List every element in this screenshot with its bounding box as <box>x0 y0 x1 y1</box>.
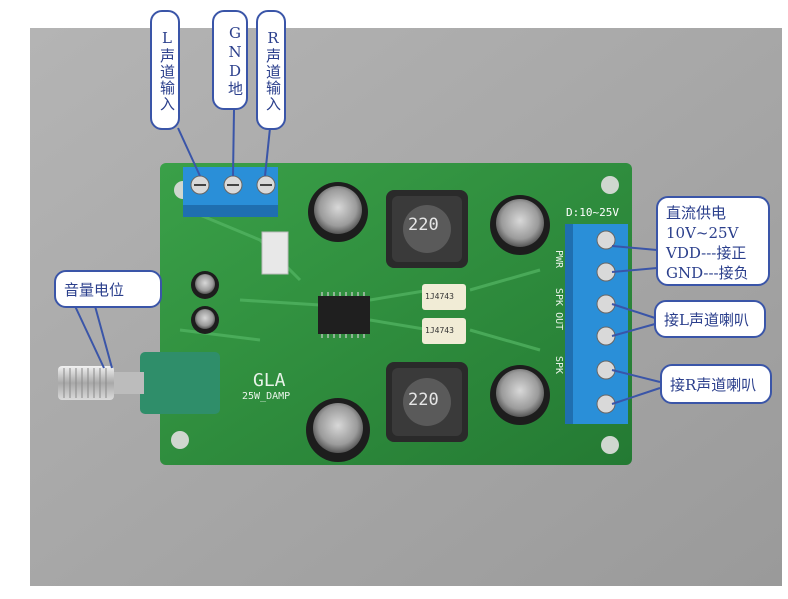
film-capacitor <box>422 284 466 310</box>
mount-hole <box>601 436 619 454</box>
callout-volume-pot: 音量电位 <box>54 270 162 308</box>
dc-power-line: 直流供电 <box>666 204 727 222</box>
board-voltage: D:10~25V <box>566 206 619 219</box>
film-cap-code: 1J4743 <box>425 292 454 301</box>
capacitor-small <box>191 306 219 334</box>
inductor-value: 220 <box>408 215 439 235</box>
callout-l-input: L声道输入 <box>150 10 180 130</box>
callout-dc-power: 直流供电 10V~25V VDD---接正 GND---接负 <box>656 196 770 286</box>
capacitor-small <box>191 271 219 299</box>
board-pwr-mark: PWR <box>553 250 564 269</box>
mount-hole <box>601 176 619 194</box>
inductor <box>386 190 468 268</box>
input-terminal-block <box>183 167 278 217</box>
callout-pointers <box>74 109 661 405</box>
dc-power-line: 10V~25V <box>666 224 739 242</box>
callout-gnd: GND地 <box>212 10 248 110</box>
volume-potentiometer <box>58 352 220 414</box>
capacitor-large <box>306 398 370 462</box>
callout-r-speaker: 接R声道喇叭 <box>660 364 772 404</box>
board-model: 25W_DAMP <box>242 391 291 402</box>
capacitor-large <box>490 365 550 425</box>
connector-cn5 <box>261 231 289 275</box>
amplifier-chip <box>318 292 370 338</box>
board-spk-out-mark: SPK OUT <box>553 288 564 331</box>
board-brand: GLA <box>253 370 286 391</box>
inductor-value: 220 <box>408 390 439 410</box>
dc-power-line: VDD---接正 <box>666 244 747 262</box>
capacitor-large <box>490 195 550 255</box>
callout-l-speaker: 接L声道喇叭 <box>654 300 766 338</box>
capacitor-large <box>308 182 368 242</box>
dc-power-line: GND---接负 <box>666 264 749 282</box>
film-capacitor <box>422 318 466 344</box>
board-spk-mark: SPK <box>553 356 564 375</box>
mount-hole <box>171 431 189 449</box>
output-terminal-block <box>565 224 628 424</box>
callout-r-input: R声道输入 <box>256 10 286 130</box>
inductor <box>386 362 468 442</box>
film-cap-code: 1J4743 <box>425 326 454 335</box>
